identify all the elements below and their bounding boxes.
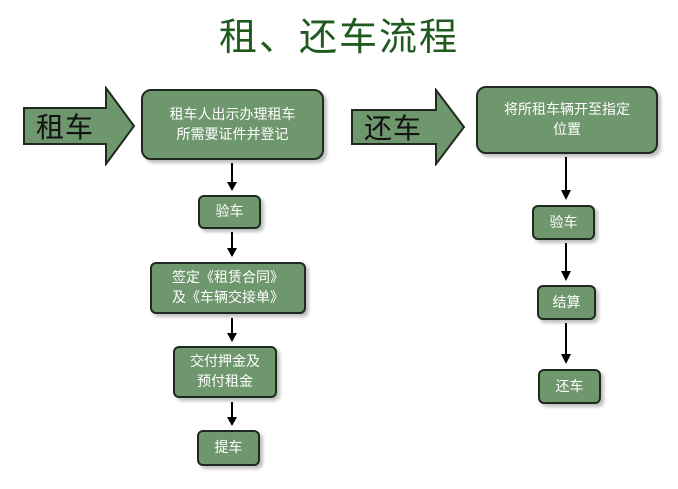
rent-arrow: 租车 [22,86,136,166]
rent-arrow-label: 租车 [36,111,95,144]
return-step-inspect: 验车 [532,205,595,240]
rent-step-deposit: 交付押金及 预付租金 [173,346,277,398]
rent-connector-1 [227,163,237,191]
return-step-settle: 结算 [537,285,596,320]
return-arrow: 还车 [350,88,466,166]
return-arrow-label: 还车 [364,112,423,145]
rent-step-register: 租车人出示办理租车 所需要证件并登记 [141,89,324,160]
return-connector-3 [561,323,571,364]
rent-step-inspect: 验车 [198,195,261,229]
rent-connector-4 [227,402,237,426]
return-connector-2 [561,243,571,281]
return-step-drive: 将所租车辆开至指定 位置 [476,86,658,154]
return-connector-1 [561,157,571,200]
rent-step-contract: 签定《租赁合同》 及《车辆交接单》 [150,262,306,314]
rent-connector-2 [227,232,237,257]
rent-connector-3 [227,318,237,342]
rent-step-pickup: 提车 [197,430,260,466]
return-step-return: 还车 [538,369,601,404]
diagram-title: 租、还车流程 [218,15,459,59]
